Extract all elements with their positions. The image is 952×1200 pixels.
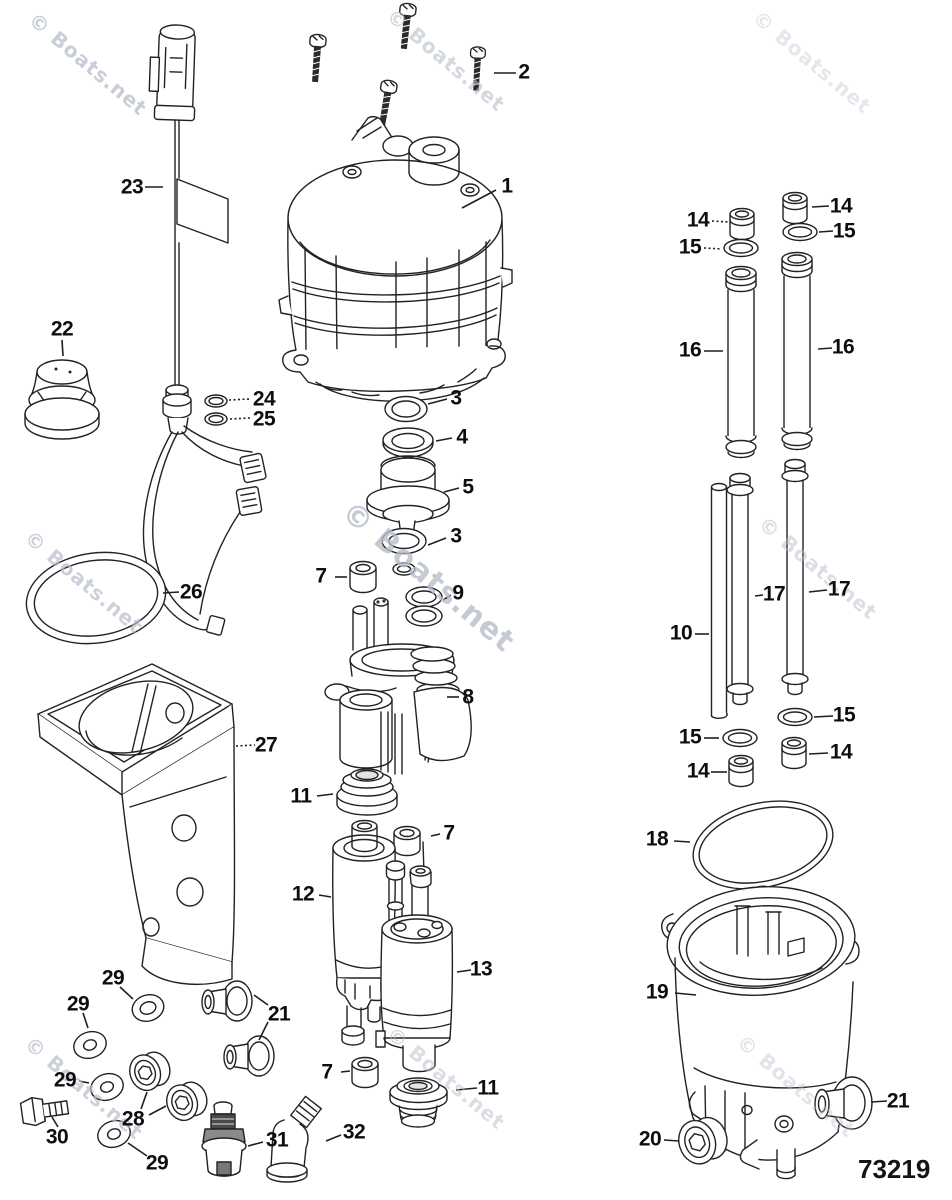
part-25-oring — [204, 412, 228, 426]
part-19-housing-bowl — [661, 885, 860, 1180]
callout-15: 15 — [678, 235, 702, 259]
part-10-tube — [710, 482, 728, 720]
part-23-harness — [142, 24, 267, 636]
callout-24: 24 — [252, 387, 276, 411]
part-32-elbow — [266, 1095, 322, 1183]
callout-10: 10 — [669, 621, 693, 645]
part-13-fuel-pump — [375, 841, 454, 1073]
callout-21: 21 — [886, 1089, 910, 1113]
callout-4: 4 — [456, 425, 468, 449]
part-3-oring-lower — [381, 527, 427, 576]
part-4-seal-ring — [382, 427, 434, 458]
part-14-bushings — [728, 191, 808, 788]
part-17-tubes — [726, 458, 809, 706]
callout-17: 17 — [827, 577, 851, 601]
callout-25: 25 — [252, 407, 276, 431]
callout-14: 14 — [829, 740, 853, 764]
callout-29: 29 — [101, 966, 125, 990]
part-26-seal-ring — [25, 551, 167, 645]
callout-29: 29 — [66, 992, 90, 1016]
callout-26: 26 — [179, 580, 203, 604]
part-7-spacer-bottom — [351, 1056, 379, 1089]
part-11-grommet-lower — [389, 1077, 448, 1128]
callout-15: 15 — [832, 703, 856, 727]
part-27-bracket — [37, 663, 236, 985]
callout-29: 29 — [53, 1068, 77, 1092]
callout-11: 11 — [290, 784, 312, 808]
callout-2: 2 — [518, 60, 530, 84]
part-30-bolt — [19, 1096, 70, 1127]
callout-7: 7 — [321, 1060, 333, 1084]
callout-5: 5 — [462, 475, 474, 499]
diagram-number: 73219 — [858, 1154, 931, 1184]
part-7-spacer-top — [349, 560, 377, 594]
part-22-cap — [24, 359, 100, 440]
callout-14: 14 — [686, 208, 710, 232]
part-5-pressure-regulator — [366, 455, 450, 542]
part-1-fuel-pump-module — [278, 115, 513, 402]
part-2-screws — [309, 2, 487, 126]
part-21-mount-right — [814, 1076, 873, 1130]
part-12-canister — [332, 819, 396, 1046]
callout-18: 18 — [645, 827, 669, 851]
part-3-oring-upper — [384, 395, 428, 423]
callout-27: 27 — [254, 733, 278, 757]
callout-15: 15 — [832, 219, 856, 243]
callout-20: 20 — [638, 1127, 662, 1151]
callout-19: 19 — [645, 980, 669, 1004]
callout-30: 30 — [45, 1125, 69, 1149]
callout-22: 22 — [50, 317, 74, 341]
callout-16: 16 — [831, 335, 855, 359]
callout-13: 13 — [469, 957, 493, 981]
callout-1: 1 — [501, 174, 513, 198]
part-20-plug — [678, 1116, 728, 1165]
callout-14: 14 — [686, 759, 710, 783]
part-29-washers — [73, 993, 165, 1149]
part-31-valve — [201, 1101, 247, 1177]
part-15-orings — [722, 222, 818, 748]
part-8-pump-carrier — [324, 597, 472, 775]
part-9-orings — [405, 586, 443, 627]
callout-23: 23 — [120, 175, 144, 199]
part-24-oring — [204, 394, 228, 408]
callout-28: 28 — [121, 1107, 145, 1131]
callout-11: 11 — [477, 1076, 499, 1100]
part-21-mounts-left — [201, 980, 275, 1077]
callout-17: 17 — [762, 582, 786, 606]
callout-15: 15 — [678, 725, 702, 749]
callout-8: 8 — [462, 685, 474, 709]
part-18-oring-large — [692, 800, 834, 890]
callout-14: 14 — [829, 194, 853, 218]
callout-7: 7 — [315, 564, 327, 588]
callout-29: 29 — [145, 1151, 169, 1175]
callout-31: 31 — [265, 1128, 289, 1152]
callout-12: 12 — [291, 882, 315, 906]
part-11-grommet-upper — [336, 768, 398, 816]
part-7-spacer-mid — [393, 825, 421, 857]
callout-16: 16 — [678, 338, 702, 362]
callout-21: 21 — [267, 1002, 291, 1026]
callout-3: 3 — [450, 524, 462, 548]
callout-9: 9 — [452, 581, 464, 605]
callout-7: 7 — [443, 821, 455, 845]
part-16-tubes — [725, 251, 813, 459]
callout-3: 3 — [450, 386, 462, 410]
part-28-plugs — [129, 1051, 208, 1122]
callout-32: 32 — [342, 1120, 366, 1144]
